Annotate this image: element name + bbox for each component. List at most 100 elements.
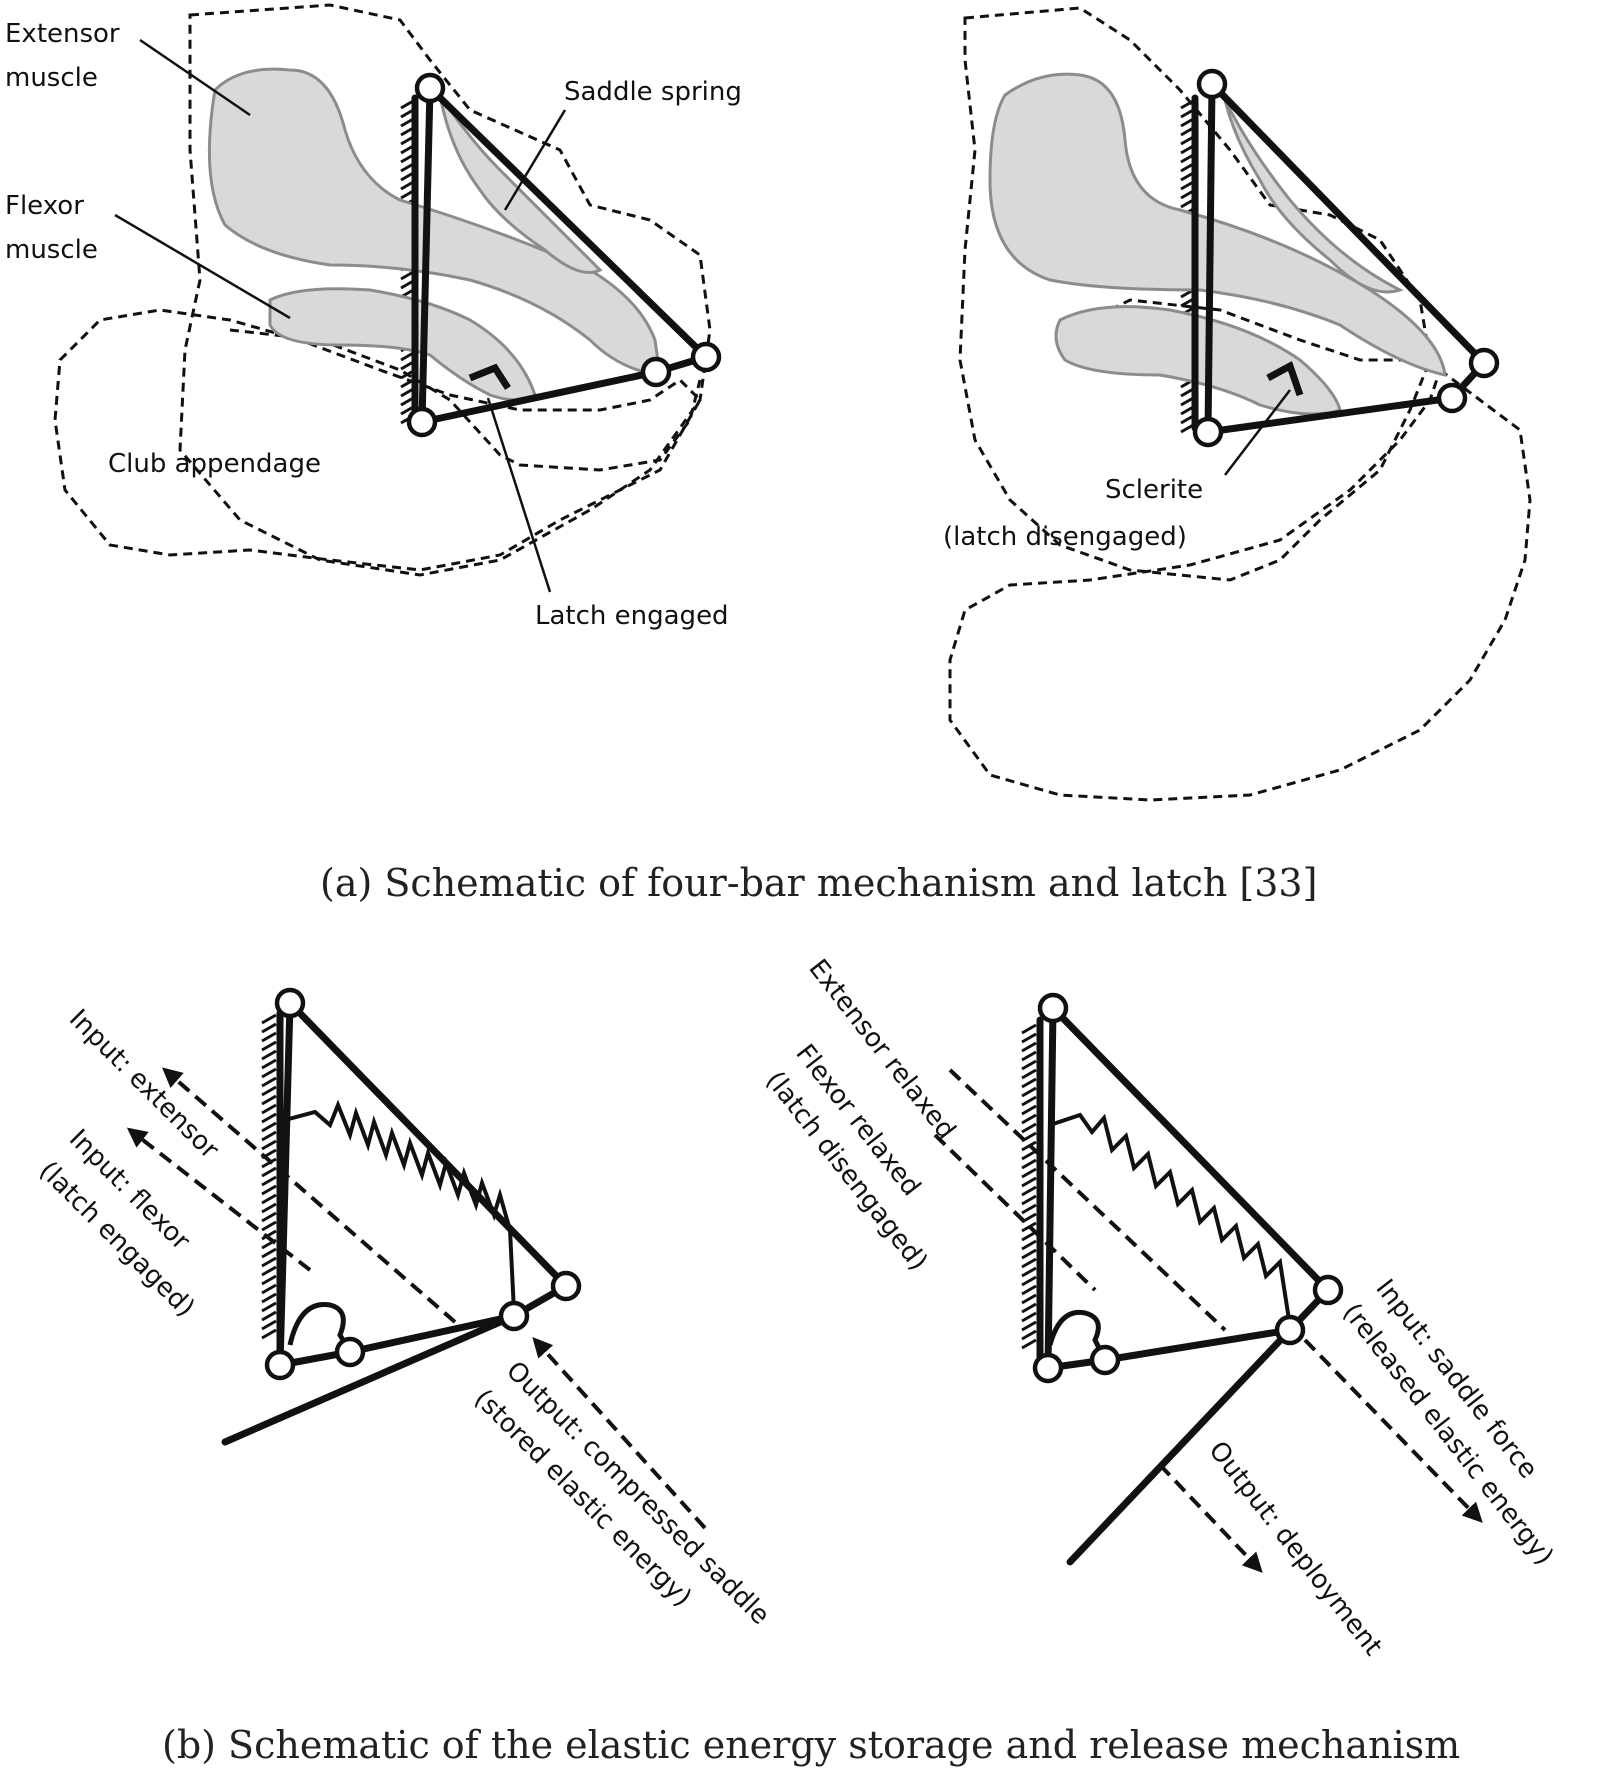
hatch-mark: [261, 1265, 277, 1277]
link-bottom-b-right: [1101, 1326, 1294, 1364]
hatch-mark: [261, 1166, 277, 1178]
link-bottom: [418, 368, 660, 426]
hatch-mark: [1021, 1059, 1037, 1071]
hatch-mark: [1021, 1185, 1037, 1197]
label-output-deployment: Output: deployment: [1202, 1436, 1387, 1662]
latch-b-left: [287, 1302, 353, 1354]
dash-extensor-relaxed: [948, 1068, 1227, 1332]
joint-top: [414, 72, 446, 104]
spring-b-left: [284, 1099, 516, 1313]
link-top-right: [1208, 80, 1488, 367]
joint-bottom-left: [406, 406, 438, 438]
arrow-output-compressed: [532, 1337, 707, 1530]
flexor-muscle: [268, 287, 537, 402]
hatch-mark: [1021, 1167, 1037, 1179]
hatch-mark: [1021, 1257, 1037, 1269]
joint-b-right-right: [1312, 1274, 1344, 1306]
hatch-mark: [261, 1202, 277, 1214]
hatch-mark: [261, 1067, 277, 1079]
joint-b-left-mid: [334, 1336, 366, 1368]
hatch-mark: [1021, 1239, 1037, 1251]
hatch-mark: [1021, 1050, 1037, 1062]
hatch-mark: [1021, 1104, 1037, 1116]
link-fixed: [418, 84, 434, 426]
hatch-mark: [1021, 1320, 1037, 1332]
dash-flexor-relaxed: [933, 1133, 1097, 1292]
hatch-mark: [1021, 1275, 1037, 1287]
hatch-mark: [1021, 1122, 1037, 1134]
leader-saddle: [503, 109, 567, 211]
hatch-mark: [261, 1274, 277, 1286]
hatch-mark: [1021, 1248, 1037, 1260]
extensor-muscle-right: [988, 72, 1447, 377]
hatch-mark: [1021, 1338, 1037, 1350]
joint-b-right-mid: [1089, 1344, 1121, 1376]
label-sclerite-1: Sclerite: [1105, 475, 1203, 505]
joint-b-left-base: [264, 1349, 296, 1381]
joint-bottom-right: [640, 356, 672, 388]
hatch-mark: [1021, 1221, 1037, 1233]
hatch-mark: [1021, 1149, 1037, 1161]
hatch-mark: [261, 1184, 277, 1196]
hatch-mark: [261, 1130, 277, 1142]
hatch-mark: [1021, 1086, 1037, 1098]
link-fixed-right: [1204, 80, 1216, 436]
hatch-mark: [1021, 1095, 1037, 1107]
hatch-mark: [261, 1319, 277, 1331]
link-top-b-left: [286, 999, 570, 1290]
latch-hook: [468, 363, 511, 390]
hatch-mark: [261, 1031, 277, 1043]
leader-latch: [486, 397, 552, 593]
link-top-b-right: [1049, 1004, 1332, 1294]
hatch-mark: [1021, 1311, 1037, 1323]
joint-b-left-top: [274, 987, 306, 1019]
label-extensor-2: muscle: [5, 63, 98, 93]
caption-a: (a) Schematic of four-bar mechanism and …: [320, 861, 1317, 905]
link-fixed-b-left: [276, 999, 294, 1369]
joint-b-right-base: [1032, 1352, 1064, 1384]
hatch-mark: [1021, 1158, 1037, 1170]
caption-b: (b) Schematic of the elastic energy stor…: [162, 1723, 1460, 1767]
hatch-mark: [261, 1076, 277, 1088]
joint-top-right: [1196, 68, 1228, 100]
label-sclerite-2: (latch disengaged): [943, 522, 1187, 552]
label-extensor-relaxed: Extensor relaxed: [802, 954, 961, 1145]
label-saddle-spring: Saddle spring: [564, 77, 742, 107]
extensor-outline: [178, 3, 712, 577]
flexor-outline: [229, 328, 702, 472]
arrow-output-deployment: [1158, 1463, 1263, 1573]
hatch-mark: [1021, 1077, 1037, 1089]
panel-b-left: Input: extensor Input: flexor (latch eng…: [33, 987, 775, 1631]
hatch-mark: [261, 1094, 277, 1106]
leader-flexor: [114, 213, 291, 320]
hatch-mark: [261, 1247, 277, 1259]
hatch-mark: [1021, 1068, 1037, 1080]
hatch-mark: [1021, 1176, 1037, 1188]
hatch-mark: [261, 1022, 277, 1034]
ground-hatch-marks: [1021, 1023, 1037, 1350]
hatch-mark: [1021, 1140, 1037, 1152]
joint-b-right-out: [1274, 1314, 1306, 1346]
panel-b-right: Extensor relaxed Flexor relaxed (latch d…: [759, 954, 1559, 1662]
joint-bottom-left-right: [1192, 416, 1224, 448]
label-latch-engaged: Latch engaged: [535, 601, 729, 631]
hatch-mark: [261, 1220, 277, 1232]
hatch-mark: [261, 1121, 277, 1133]
joint-bottom-right-right: [1436, 382, 1468, 414]
link-bottom-right: [1204, 394, 1456, 436]
hatch-mark: [261, 1256, 277, 1268]
panel-a-right: Sclerite (latch disengaged): [943, 6, 1532, 802]
link-top: [426, 84, 710, 361]
hatch-mark: [261, 1112, 277, 1124]
hatch-mark: [1021, 1041, 1037, 1053]
latch-b-right: [1047, 1309, 1108, 1362]
leader-sclerite: [1224, 389, 1291, 476]
hatch-mark: [261, 1013, 277, 1025]
hatch-mark: [261, 1085, 277, 1097]
label-extensor-1: Extensor: [5, 19, 120, 49]
hatch-mark: [1021, 1284, 1037, 1296]
label-flexor-2: muscle: [5, 235, 98, 265]
hatch-mark: [261, 1211, 277, 1223]
